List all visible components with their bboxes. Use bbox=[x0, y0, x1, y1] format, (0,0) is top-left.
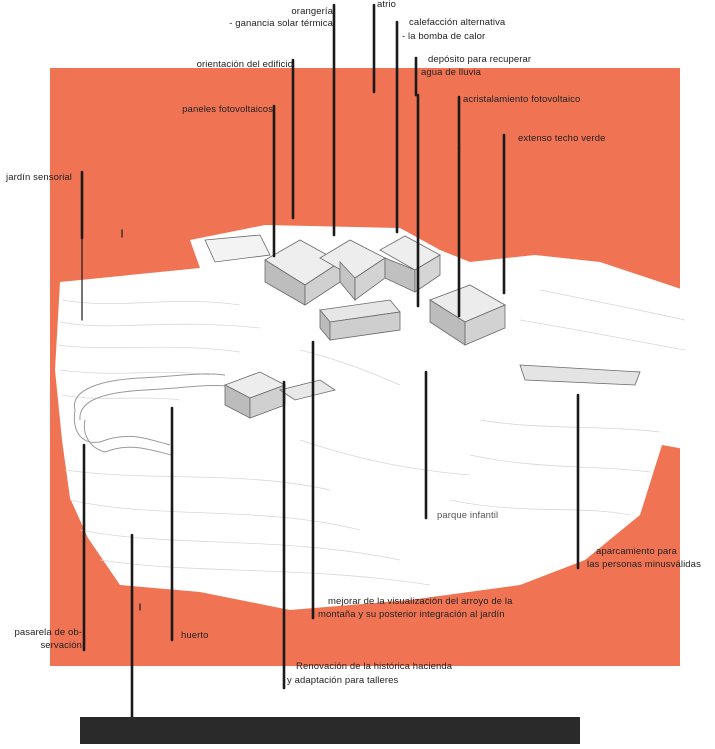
label-aparcamiento-1: aparcamiento para bbox=[596, 546, 677, 557]
label-pasarela-1: pasarela de ob- bbox=[14, 627, 82, 638]
label-deposito-1: depósito para recuperar bbox=[428, 54, 532, 65]
label-hacienda-1: Renovación de la histórica hacienda bbox=[296, 661, 453, 672]
leader-lines bbox=[80, 3, 580, 720]
terrain bbox=[55, 225, 690, 610]
walkway bbox=[73, 373, 229, 456]
label-calefaccion-2: - la bomba de calor bbox=[402, 31, 486, 42]
label-jardin-sensorial: jardín sensorial bbox=[6, 172, 73, 183]
label-orangeria-1: orangería bbox=[291, 6, 333, 17]
contour-lines bbox=[57, 289, 686, 586]
label-parque-infantil: parque infantil bbox=[437, 510, 499, 521]
label-hacienda-2: y adaptación para talleres bbox=[287, 675, 399, 686]
label-arroyo-1: mejorar de la visualización del arroyo d… bbox=[328, 596, 513, 607]
footer-bar bbox=[80, 717, 580, 744]
buildings bbox=[204, 234, 641, 419]
label-calefaccion-1: calefacción alternativa bbox=[409, 17, 506, 28]
label-atrio: atrio bbox=[377, 0, 396, 10]
label-paneles: paneles fotovoltaicos bbox=[182, 104, 273, 115]
label-arroyo-2: montaña y su posterior integración al ja… bbox=[318, 609, 505, 620]
label-huerto: huerto bbox=[181, 630, 209, 641]
label-acristalamiento: acristalamiento fotovoltaico bbox=[463, 94, 581, 105]
label-techo-verde: extenso techo verde bbox=[518, 133, 606, 144]
label-orientacion: orientación del edificio bbox=[196, 59, 293, 70]
label-aparcamiento-2: las personas minusválidas bbox=[587, 559, 701, 570]
label-pasarela-2: servación bbox=[40, 640, 82, 651]
label-orangeria-2: - ganancia solar térmica bbox=[229, 18, 333, 29]
label-deposito-2: agua de lluvia bbox=[421, 67, 482, 78]
